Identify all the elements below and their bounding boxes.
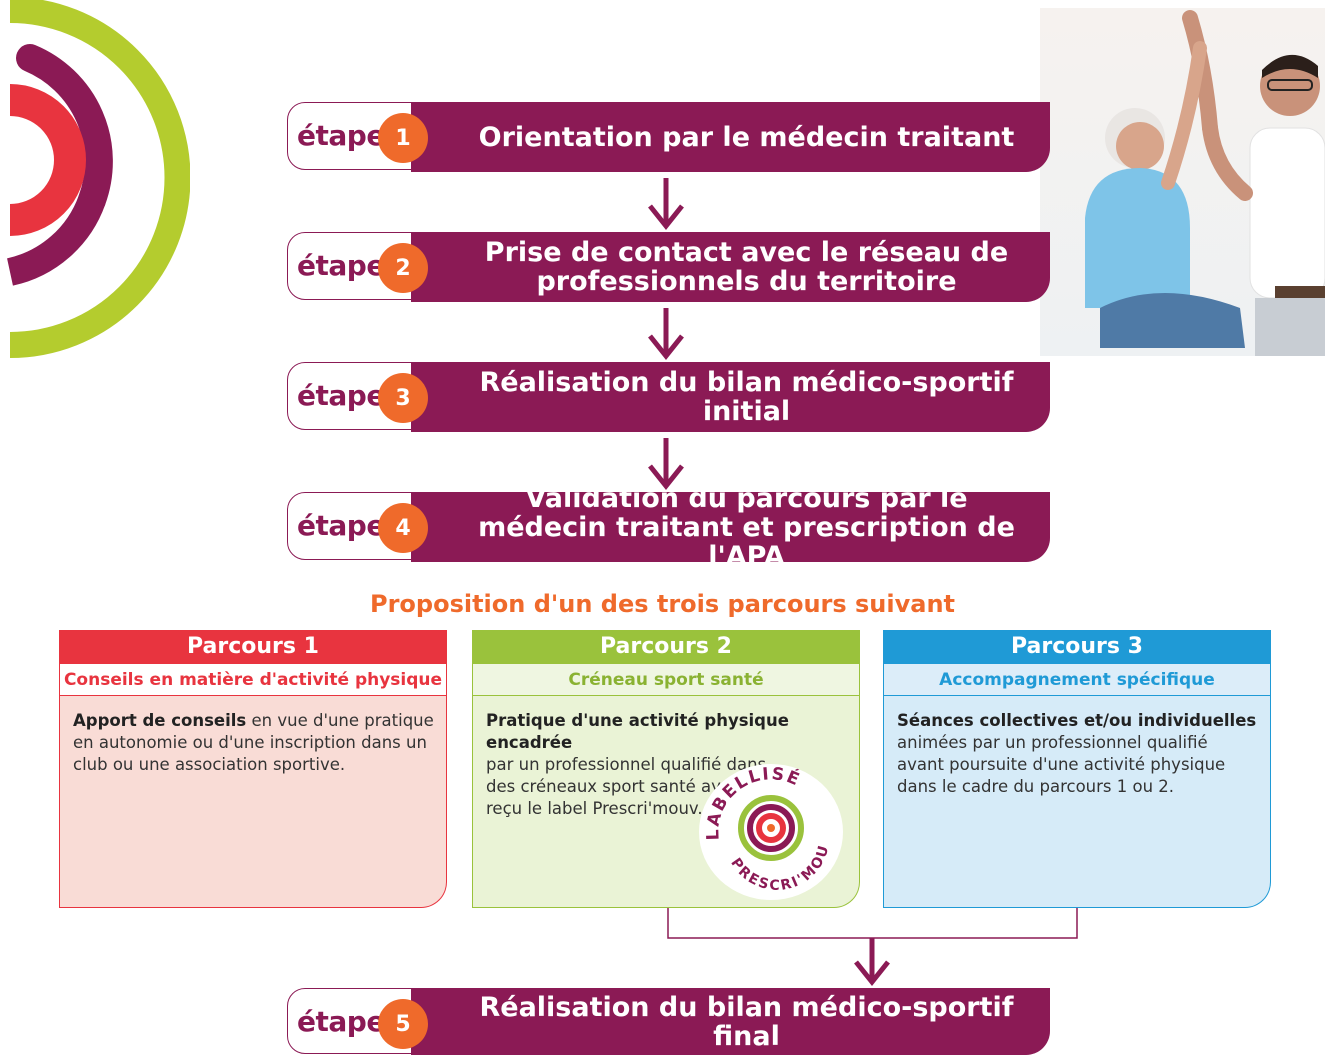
down-arrow-icon bbox=[648, 178, 684, 231]
step-number-badge: 4 bbox=[378, 503, 428, 553]
parcours-1-card: Parcours 1 Conseils en matière d'activit… bbox=[59, 630, 447, 908]
step-text: Validation du parcours par le médecin tr… bbox=[411, 484, 1050, 571]
down-arrow-icon bbox=[648, 438, 684, 491]
step-3: étape 3 Réalisation du bilan médico-spor… bbox=[287, 362, 1050, 432]
parcours-title: Parcours 2 bbox=[472, 630, 860, 663]
parcours-description-bold: Séances collectives et/ou individuelles bbox=[897, 711, 1257, 730]
physiotherapy-photo bbox=[1040, 8, 1325, 356]
parcours-description-bold: Apport de conseils bbox=[73, 711, 247, 730]
step-text: Prise de contact avec le réseau de profe… bbox=[411, 232, 1050, 302]
step-word: étape bbox=[297, 249, 385, 282]
step-word: étape bbox=[297, 379, 385, 412]
step-number-badge: 3 bbox=[378, 373, 428, 423]
step-text: Réalisation du bilan médico-sportif init… bbox=[411, 362, 1050, 432]
proposition-title: Proposition d'un des trois parcours suiv… bbox=[369, 590, 956, 618]
step-number-badge: 5 bbox=[378, 999, 428, 1049]
parcours-description: Apport de conseils en vue d'une pratique… bbox=[59, 696, 447, 908]
step-word: étape bbox=[297, 119, 385, 152]
step-number-badge: 2 bbox=[378, 243, 428, 293]
step-number-badge: 1 bbox=[378, 113, 428, 163]
step-2: étape 2 Prise de contact avec le réseau … bbox=[287, 232, 1050, 302]
logo-arcs-decoration bbox=[6, 0, 190, 358]
parcours-description-text: en vue d'une pratique en autonomie ou d'… bbox=[73, 711, 434, 774]
parcours-description-bold: Pratique d'une activité physique encadré… bbox=[486, 711, 789, 752]
parcours-description-text: par un professionnel qualifié dans des c… bbox=[486, 755, 767, 818]
parcours-description-text: animées par un professionnel qualifié av… bbox=[897, 733, 1226, 796]
parcours-title: Parcours 3 bbox=[883, 630, 1271, 663]
parcours-subtitle: Conseils en matière d'activité physique bbox=[59, 663, 447, 696]
down-arrow-icon bbox=[648, 308, 684, 361]
step-5: étape 5 Réalisation du bilan médico-spor… bbox=[287, 988, 1050, 1055]
step-4: étape 4 Validation du parcours par le mé… bbox=[287, 484, 1050, 571]
parcours-subtitle: Créneau sport santé bbox=[472, 663, 860, 696]
step-text: Orientation par le médecin traitant bbox=[411, 102, 1050, 172]
parcours-3-card: Parcours 3 Accompagnement spécifique Séa… bbox=[883, 630, 1271, 908]
parcours-description: Séances collectives et/ou individuelles … bbox=[883, 696, 1271, 908]
step-1: étape 1 Orientation par le médecin trait… bbox=[287, 102, 1050, 172]
step-word: étape bbox=[297, 509, 385, 542]
step-text: Réalisation du bilan médico-sportif fina… bbox=[411, 988, 1050, 1055]
prescrimouv-label-badge: LABELLISÉ PRESCRI'MOUV bbox=[697, 762, 843, 900]
parcours-title: Parcours 1 bbox=[59, 630, 447, 663]
step-word: étape bbox=[297, 1005, 385, 1038]
parcours-subtitle: Accompagnement spécifique bbox=[883, 663, 1271, 696]
